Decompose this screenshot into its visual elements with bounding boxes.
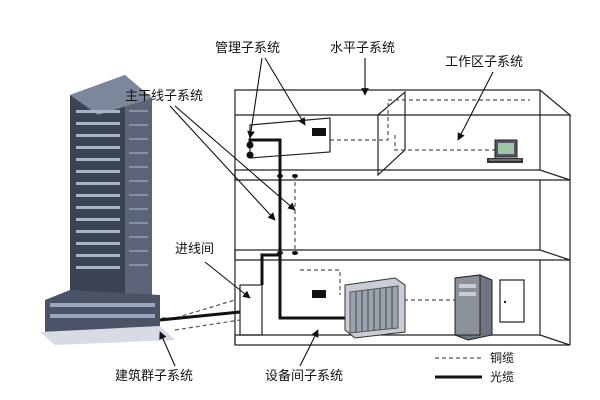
legend-copper-label: 铜缆 [490,350,514,365]
legend-fiber-label: 光缆 [490,370,514,384]
door-icon [499,279,525,323]
server-tower-icon [454,274,493,341]
floor-slab-1 [234,169,571,181]
building-tower [40,75,175,345]
legend: 铜缆 光缆 [435,350,514,384]
label-backbone: 主干线子系统 [125,89,203,104]
label-equipment-room: 设备间子系统 [265,368,343,384]
label-entrance: 进线间 [175,242,214,257]
leader-arrows [159,57,494,367]
equipment-rack-icon [344,277,406,339]
label-campus: 建筑群子系统 [115,368,193,384]
partition-wall [377,90,406,177]
computer-icon [487,139,523,163]
management-room [249,117,331,159]
label-management: 管理子系统 [215,41,280,56]
entrance-room [239,284,263,336]
ground-floor [234,334,571,346]
floor-slab-2 [234,249,571,261]
label-work-area: 工作区子系统 [445,55,523,70]
building-windows [76,110,120,269]
label-horizontal: 水平子系统 [330,41,395,56]
cable-nodes [246,128,326,298]
